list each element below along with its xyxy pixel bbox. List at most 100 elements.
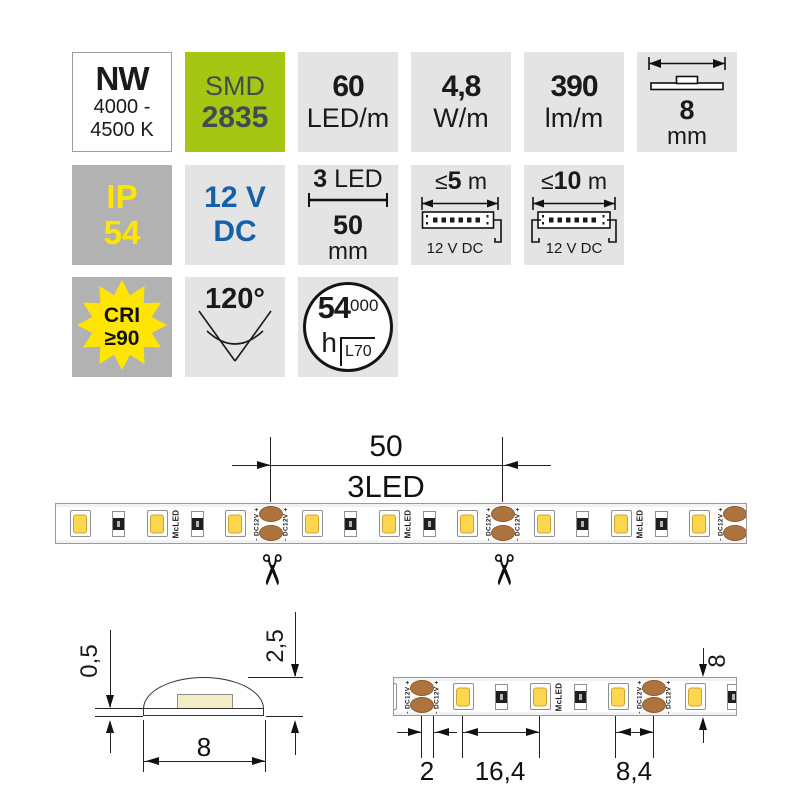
- tile-chip: SMD 2835: [185, 52, 285, 152]
- dimension-line: [462, 732, 539, 734]
- color-temp-code: NW: [95, 60, 150, 97]
- arrowhead-up-icon: [105, 717, 114, 733]
- resistor: [654, 510, 668, 537]
- extension-line: [248, 677, 303, 679]
- density-unit: LED/m: [306, 103, 390, 133]
- brand-label: McLED: [635, 509, 645, 538]
- dimension-line: [702, 727, 704, 743]
- ip-value: 54: [103, 214, 141, 251]
- led-package: [529, 683, 551, 710]
- extension-line: [420, 716, 422, 758]
- solder-pad: [642, 679, 666, 696]
- arrowhead-down-icon: [698, 664, 707, 680]
- tile-cri: CRI ≥90: [72, 277, 172, 377]
- arrowhead-left-icon: [615, 728, 631, 737]
- lifetime-value-small: 000: [350, 295, 379, 315]
- solder-pad: [723, 524, 746, 541]
- led-strip-drawing: - DC12V + McLED - DC12V + - DC12V + McLED - D…: [55, 503, 747, 544]
- led-chip: [460, 514, 474, 533]
- power-value: 4,8: [441, 70, 482, 103]
- strip-width-label: 8: [704, 654, 731, 668]
- led-chip: [73, 514, 87, 533]
- extension-line: [461, 716, 463, 758]
- led-package: [69, 510, 91, 537]
- arrowhead-down-icon: [105, 695, 114, 711]
- density-value: 60: [332, 70, 364, 103]
- dimension-line: [294, 730, 296, 755]
- led-package: [452, 683, 474, 710]
- arrowhead-up-icon: [698, 714, 707, 730]
- resistor-print: [348, 520, 352, 527]
- polarity-label: - DC12V +: [485, 506, 492, 541]
- led-package: [610, 510, 632, 537]
- polarity-label: - DC12V +: [55, 507, 57, 540]
- resistor-print: [578, 693, 582, 700]
- pcb-thickness-label: 0,5: [76, 644, 103, 678]
- led-chip: [150, 514, 164, 533]
- chip-value: 2835: [201, 100, 269, 134]
- extension-line: [142, 720, 144, 772]
- tile-led-density: 60 LED/m: [298, 52, 398, 152]
- brand-label: McLED: [554, 682, 564, 711]
- tile-max-run-5m: ≤5 m 12 V DC: [411, 165, 511, 265]
- resistor: [573, 683, 587, 710]
- run10-limit: ≤10 m: [541, 166, 607, 195]
- arrowhead-left-icon: [502, 461, 518, 470]
- pitch-led-count-label: 3LED: [347, 469, 425, 504]
- pad-gap-label: 2: [419, 756, 435, 786]
- pitch-length-label: 50: [369, 430, 403, 463]
- ruler-icon: [306, 193, 390, 212]
- polarity-label: - DC12V +: [253, 506, 260, 541]
- voltage-type: DC: [213, 215, 257, 248]
- led-package: [394, 683, 397, 710]
- run10-supply-label: 12 V DC: [546, 240, 603, 257]
- beam-angle-value: 120°: [205, 282, 265, 315]
- resistor: [111, 510, 125, 537]
- tile-beam-angle: 120°: [185, 277, 285, 377]
- solder-pad: [723, 506, 746, 523]
- polarity-label: - DC12V +: [433, 679, 440, 714]
- width-arrow-icon: [645, 56, 729, 97]
- polarity-label: - DC12V +: [744, 504, 747, 543]
- tile-width: 8 mm: [637, 52, 737, 152]
- led-chip: [228, 514, 242, 533]
- arrowhead-left-icon: [433, 728, 449, 737]
- arrowhead-left-icon: [143, 757, 159, 766]
- lifetime-value-big: 54: [317, 289, 351, 325]
- dimension-line: [109, 730, 111, 753]
- dimension-line: [143, 761, 265, 763]
- arrowhead-right-icon: [526, 728, 542, 737]
- resistor: [726, 683, 736, 710]
- solder-pad: [410, 679, 434, 696]
- brand-label: McLED: [403, 509, 413, 538]
- arrowhead-left-icon: [462, 728, 478, 737]
- lifetime-unit: h: [321, 326, 337, 358]
- resistor: [575, 510, 589, 537]
- tile-color-temp: NW 4000 - 4500 K: [72, 52, 172, 152]
- pcb-bar: [143, 708, 264, 716]
- dimension-line: [294, 612, 296, 676]
- arrowhead-down-icon: [290, 664, 299, 680]
- led-chip: [688, 687, 702, 706]
- beam-angle-icon: [193, 309, 277, 370]
- polarity-label: - DC12V +: [665, 679, 672, 714]
- arrowhead-right-icon: [252, 757, 268, 766]
- cut-led-count: 3 LED: [313, 165, 383, 193]
- solder-pad: [491, 524, 515, 541]
- led-chip: [611, 687, 625, 706]
- cut-length-unit: mm: [328, 238, 368, 265]
- chip-prefix: SMD: [205, 70, 265, 101]
- polarity-label: - DC12V +: [514, 506, 521, 541]
- strip-supply-icon: 12 V DC: [417, 195, 505, 262]
- led-chip: [382, 514, 396, 533]
- solder-pad: [259, 506, 283, 523]
- width-unit: mm: [667, 122, 707, 150]
- polarity-label: - DC12V +: [282, 506, 289, 541]
- tile-max-run-10m: ≤10 m 12 V: [524, 165, 624, 265]
- led-package: [301, 510, 323, 537]
- resistor: [190, 510, 204, 537]
- power-unit: W/m: [433, 103, 489, 133]
- extension-line: [264, 720, 266, 772]
- led-chip: [305, 514, 319, 533]
